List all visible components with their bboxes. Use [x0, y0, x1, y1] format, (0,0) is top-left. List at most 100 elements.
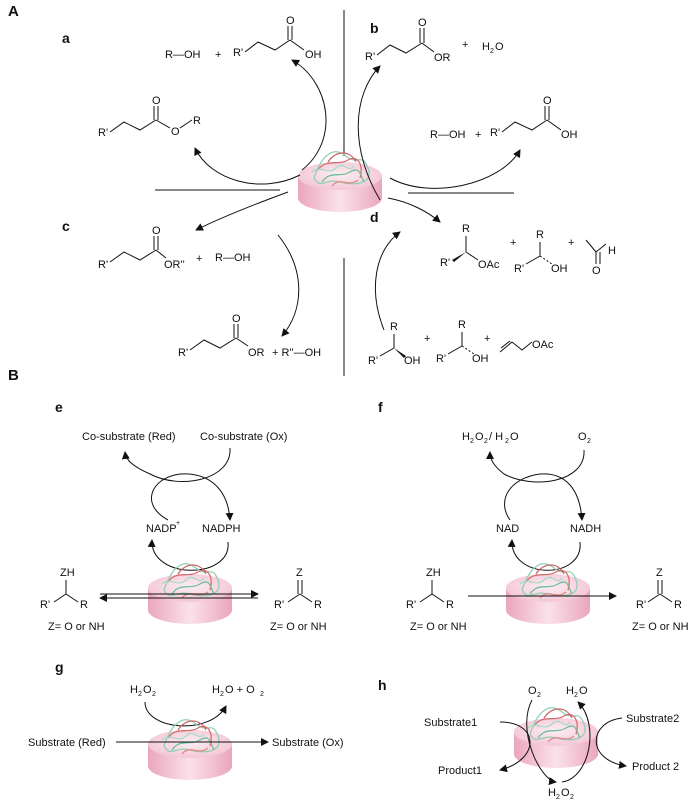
subscript: 2	[570, 794, 574, 801]
peroxide-o: O	[561, 787, 570, 799]
zh-label: ZH	[60, 567, 75, 579]
subscript: 2	[260, 691, 264, 698]
z-note: Z= O or NH	[410, 621, 467, 633]
enzyme-icon	[505, 563, 591, 625]
product2-label: Product 2	[632, 761, 679, 773]
r-prime-label: R'	[406, 599, 416, 611]
acetate-label: OAc	[478, 259, 500, 271]
water-h: H	[212, 684, 220, 696]
central-enzyme-icon	[297, 151, 383, 213]
product1-label: Product1	[438, 765, 482, 777]
curved-arrow	[389, 149, 521, 189]
water-h: H	[566, 685, 574, 697]
cosubstrate-ox-label: Co-substrate (Ox)	[200, 431, 287, 443]
r-prime-label: R'	[365, 51, 375, 63]
r-label: R	[674, 599, 682, 611]
r-prime-label: R'	[436, 353, 446, 365]
plus-sign: +	[510, 237, 516, 249]
z-note: Z= O or NH	[632, 621, 689, 633]
aldehyde-o: O	[592, 265, 601, 277]
water-oxygen-label: O + O	[225, 684, 255, 696]
water-h: H	[482, 41, 490, 53]
panel-label-g: g	[55, 659, 64, 675]
subscript: 2	[220, 691, 224, 698]
cycle-arrow	[121, 447, 231, 482]
ester-chain	[109, 119, 157, 133]
r-label: R	[446, 599, 454, 611]
hydroxyl-label: OH	[561, 129, 578, 141]
acetate-label: OAc	[532, 339, 554, 351]
panel-label-f: f	[378, 399, 383, 415]
zh-label: ZH	[426, 567, 441, 579]
carbonyl-o: O	[152, 95, 161, 107]
subscript: 2	[138, 691, 142, 698]
r-prime-label: R'	[440, 257, 450, 269]
substrate-ox-label: Substrate (Ox)	[272, 737, 344, 749]
z-label: Z	[656, 567, 663, 579]
panel-d: R R' OAc + R R' OH + O H R R' OH + R R' …	[368, 197, 616, 367]
oxygen-o: O	[578, 431, 587, 443]
curved-arrow	[374, 231, 401, 331]
section-a-dividers	[155, 10, 514, 376]
panel-h: O 2 H 2 O Substrate1 Substrate2 Product1…	[424, 685, 679, 801]
r-label: R	[193, 115, 201, 127]
r-prime-label: R'	[233, 47, 243, 59]
cosubstrate-red-label: Co-substrate (Red)	[82, 431, 176, 443]
plus-sign: +	[568, 237, 574, 249]
nadh-label: NADH	[570, 523, 601, 535]
nadp-label: NADP	[146, 523, 177, 535]
curved-arrow	[526, 699, 557, 786]
section-label-b: B	[8, 367, 19, 384]
curved-arrow	[357, 65, 381, 201]
panel-label-h: h	[378, 677, 387, 693]
peroxide-h: H	[462, 431, 470, 443]
curved-arrow	[195, 191, 289, 231]
carbonyl-o: O	[418, 17, 427, 29]
cycle-arrow	[504, 473, 586, 521]
plus-sign: +	[475, 129, 481, 141]
substrate2-label: Substrate2	[626, 713, 679, 725]
ester-chain	[109, 249, 157, 263]
plus-sign: +	[215, 49, 221, 61]
subscript: 2	[537, 692, 541, 699]
acid-chain	[244, 39, 291, 53]
panel-g: H 2 O 2 H 2 O + O 2 Substrate (Red) Subs…	[28, 684, 344, 781]
nadp-sup: +	[176, 520, 180, 527]
nad-label: NAD	[496, 523, 519, 535]
r-label: R	[314, 599, 322, 611]
ester-orpp-label: OR''	[164, 259, 185, 271]
ester-chain	[189, 337, 237, 351]
panel-a: R—OH + R' O OH R' O O R	[98, 15, 327, 185]
peroxide-h: H	[548, 787, 556, 799]
curved-arrow	[277, 234, 300, 337]
r-prime-label: R'	[514, 263, 524, 275]
plus-sign: +	[462, 39, 468, 51]
z-note: Z= O or NH	[270, 621, 327, 633]
subscript: 2	[587, 438, 591, 445]
curved-arrow	[387, 197, 441, 223]
peroxide-o: O	[143, 684, 152, 696]
subscript: 2	[556, 794, 560, 801]
hydroxyl-label: OH	[551, 263, 568, 275]
carbonyl-o: O	[286, 15, 295, 27]
panel-e: Co-substrate (Red) Co-substrate (Ox) NAD…	[40, 431, 327, 633]
curved-arrow	[144, 701, 227, 727]
curved-arrow	[291, 59, 327, 171]
cycle-arrow	[147, 539, 229, 571]
z-note: Z= O or NH	[48, 621, 105, 633]
subscript: 2	[470, 438, 474, 445]
r-prime-label: R'	[98, 127, 108, 139]
curved-arrow	[561, 701, 591, 783]
ester-or-label: OR	[434, 52, 451, 64]
water-o: O	[510, 431, 519, 443]
ester-or-label: OR	[248, 347, 265, 359]
r-label: R	[462, 223, 470, 235]
substrate-red-label: Substrate (Red)	[28, 737, 106, 749]
z-label: Z	[296, 567, 303, 579]
hydroxyl-label: OH	[472, 353, 489, 365]
enzyme-icon	[147, 719, 233, 781]
aldehyde-h: H	[608, 245, 616, 257]
section-label-a: A	[8, 3, 19, 20]
subscript: 2	[484, 438, 488, 445]
